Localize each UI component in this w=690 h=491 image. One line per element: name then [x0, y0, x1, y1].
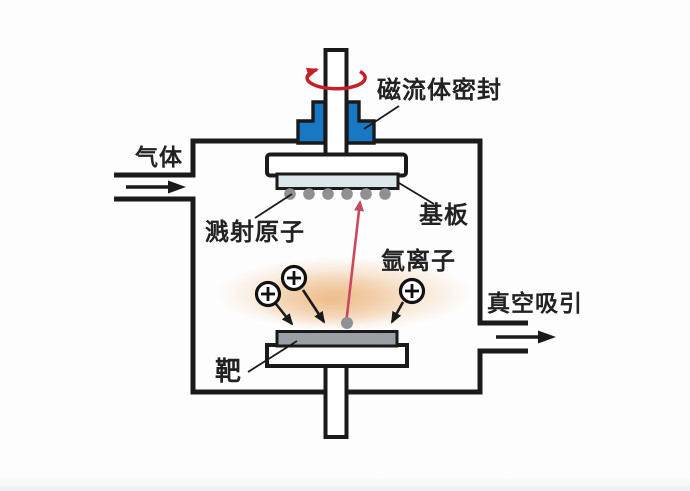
label-leader-lines [247, 105, 435, 373]
substrate-leader-line [398, 182, 435, 205]
target-label: 靶 [215, 356, 243, 386]
target-plate [275, 330, 399, 348]
sputter-trajectory-arrow-icon [341, 200, 364, 329]
target-shaft [323, 363, 349, 439]
sputtered-atoms-label: 溅射原子 [205, 219, 305, 246]
seal-right-block [345, 100, 376, 145]
target-leader-line [247, 340, 298, 373]
vacuum-outlet-arrow-icon [496, 330, 556, 344]
seal-left-block [296, 100, 327, 145]
ion-bombardment-arrows [274, 289, 405, 326]
argon-ion-icon [280, 264, 308, 292]
seal-leader-line [363, 105, 400, 130]
magnetic-fluid-seal-label: 磁流体密封 [377, 77, 502, 104]
argon-ion-icon [398, 277, 426, 305]
sputtered-atom-dots [284, 188, 391, 200]
gas-label: 气体 [135, 144, 183, 170]
ion-arrow-icon [301, 289, 326, 324]
spindle-shaft [323, 48, 349, 162]
ion-arrow-icon [274, 303, 294, 326]
argon-ion-symbols [254, 264, 426, 308]
substrate-plate [275, 172, 400, 190]
rotation-arrow-icon [305, 67, 367, 91]
argon-ions-label: 氩离子 [381, 248, 456, 275]
substrate-label: 基板 [419, 202, 469, 229]
magnetic-fluid-seal [296, 100, 376, 145]
ion-arrow-icon [390, 301, 405, 324]
argon-ion-icon [254, 280, 282, 308]
gas-inlet-arrow-icon [126, 180, 186, 194]
ejected-atom-dot [341, 317, 353, 329]
vacuum-suction-label: 真空吸引 [487, 290, 583, 316]
target-holder [265, 343, 409, 368]
substrate-holder [265, 152, 408, 178]
sputtered-atoms-leader-line [254, 193, 293, 219]
